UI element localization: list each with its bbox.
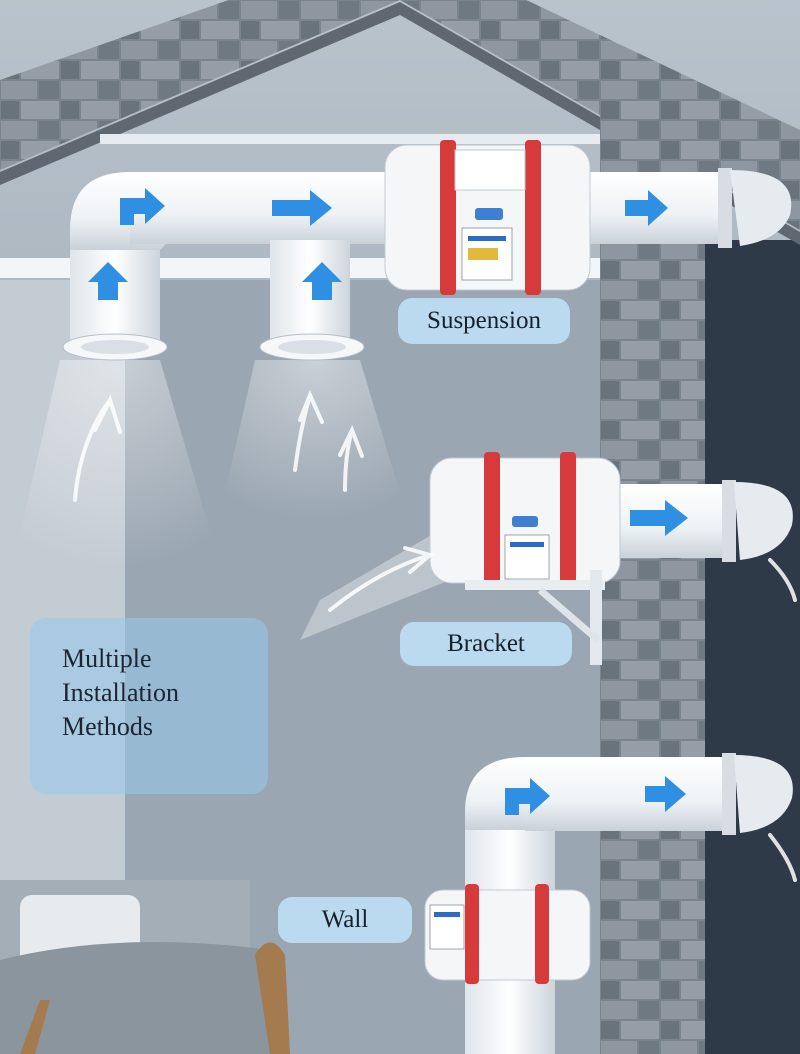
inline-duct-fan-icon (424, 884, 591, 984)
airflow-arrow-icon (645, 776, 686, 812)
bracket-duct (600, 480, 793, 562)
ceiling-vent-icon (259, 333, 365, 361)
airflow-arrow-icon (630, 500, 688, 536)
label-suspension: Suspension (398, 298, 570, 344)
air-streams (73, 389, 797, 882)
wall-duct (465, 753, 793, 1054)
exterior-view (705, 240, 800, 1054)
feature-line: Methods (62, 712, 153, 741)
label-bracket: Bracket (400, 622, 572, 666)
airflow-arrows (88, 188, 688, 815)
label-wall: Wall (278, 897, 412, 943)
stone-wall (600, 100, 705, 1054)
feature-line: Installation (62, 678, 179, 707)
armchair (0, 880, 290, 1054)
inline-duct-fan-icon (429, 452, 621, 588)
airflow-arrow-icon (505, 778, 550, 815)
airflow-arrow-icon (302, 262, 342, 300)
inline-duct-fan-icon (384, 140, 591, 295)
roof-stones (0, 0, 800, 230)
airflow-arrow-icon (272, 190, 332, 226)
feature-text-box: Multiple Installation Methods (30, 618, 268, 794)
mounting-bracket (465, 570, 605, 665)
airflow-arrow-icon (625, 190, 668, 226)
airflow-arrow-icon (88, 262, 128, 300)
ceiling-vent-icon (62, 333, 168, 361)
feature-line: Multiple (62, 644, 152, 673)
airflow-arrow-icon (120, 188, 165, 225)
